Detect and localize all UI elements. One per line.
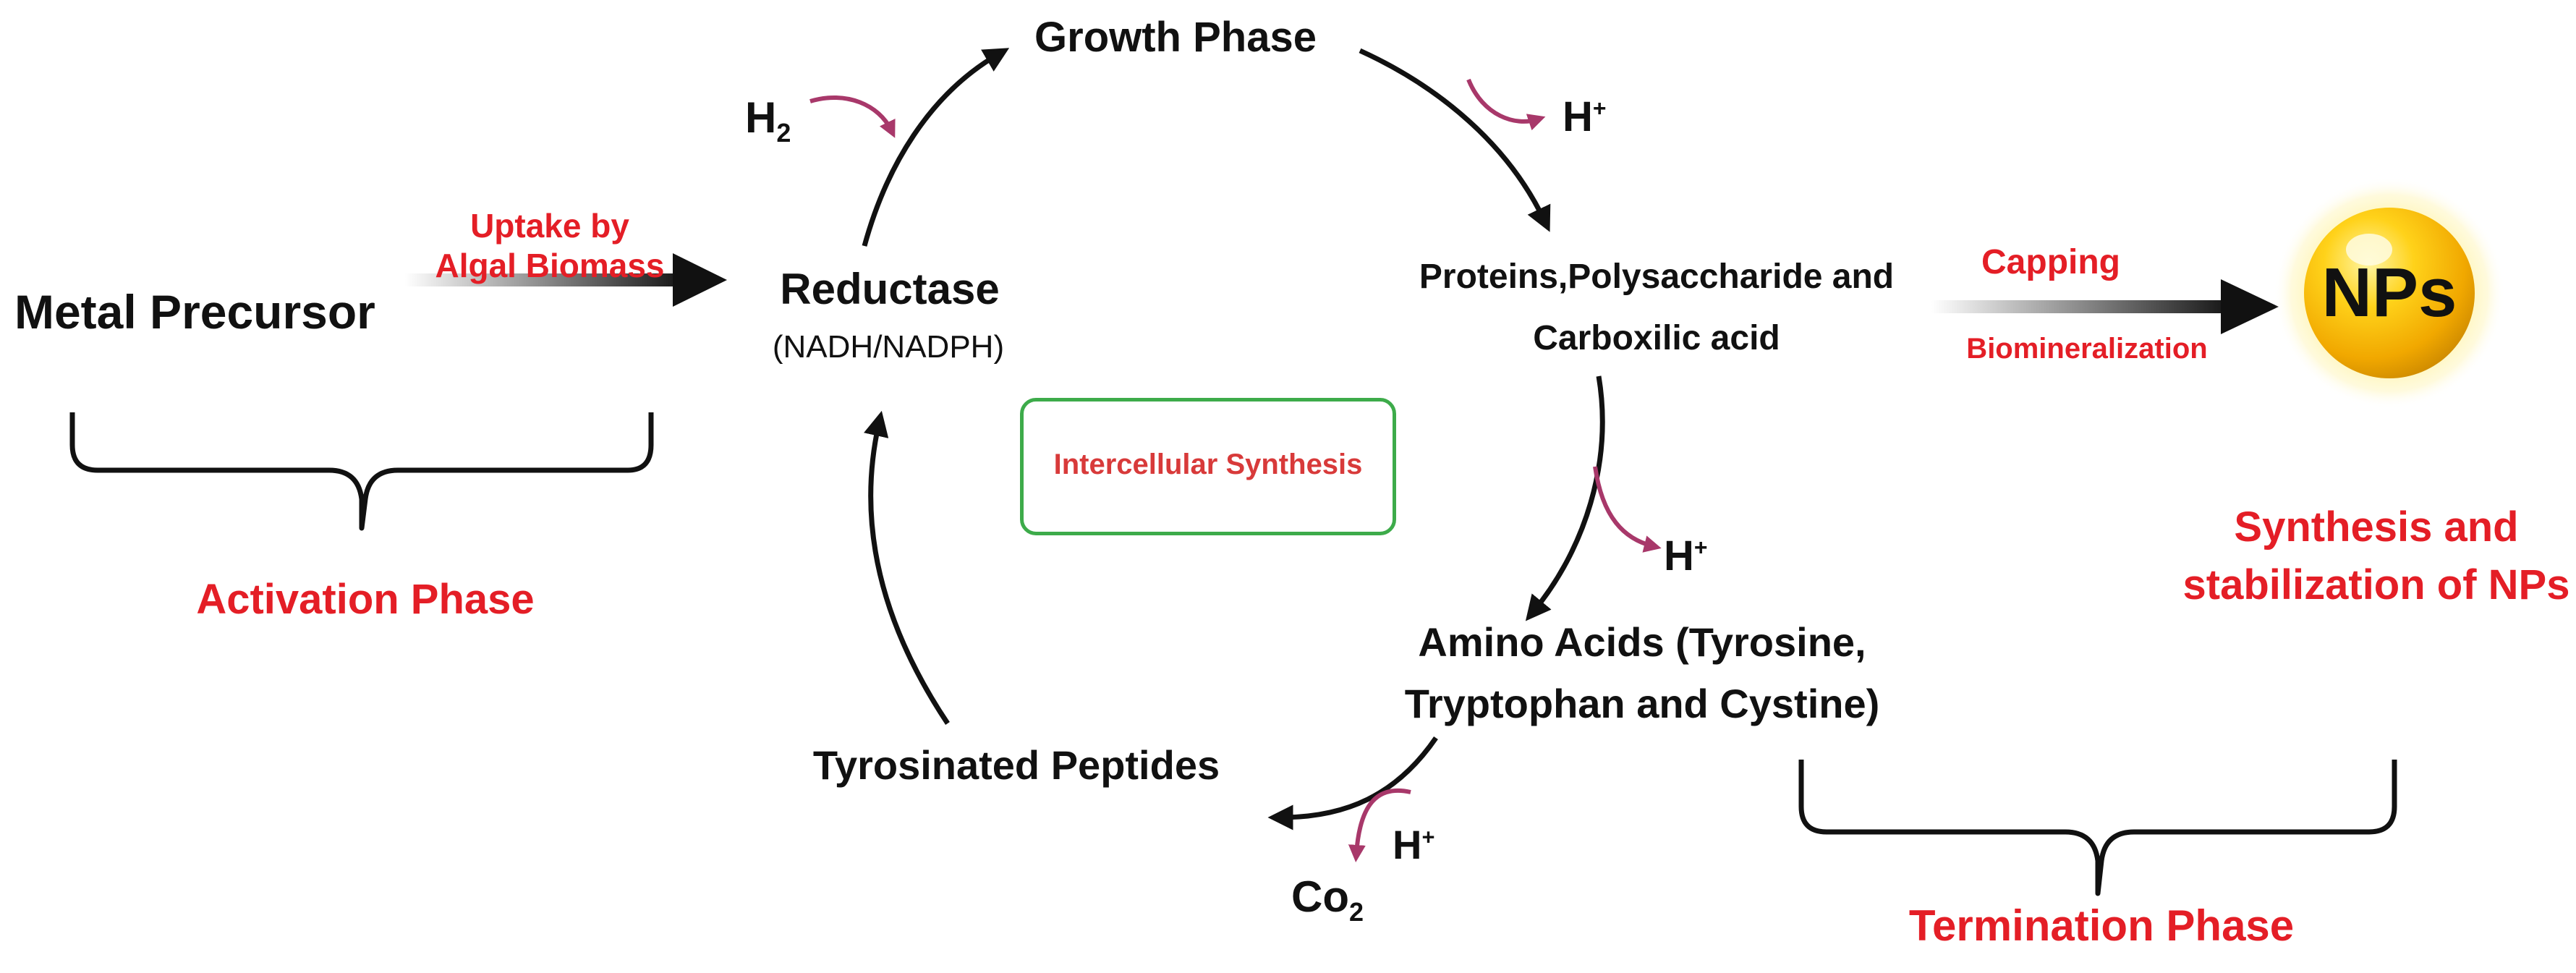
proteins-label-line1: Proteins,Polysaccharide and bbox=[1419, 258, 1895, 296]
nps-label: NPs bbox=[2321, 254, 2457, 331]
growth-phase-label: Growth Phase bbox=[1034, 14, 1317, 61]
nanoparticle-sphere bbox=[2274, 177, 2505, 409]
uptake-label-line2: Algal Biomass bbox=[435, 247, 665, 284]
termination-brace bbox=[1798, 760, 2397, 896]
tyrosinated-peptides-label: Tyrosinated Peptides bbox=[812, 742, 1220, 788]
hplus-side-arrow-top bbox=[1466, 78, 1546, 131]
synthesis-label-line2: stabilization of NPs bbox=[2182, 561, 2570, 608]
cycle-arrow-to-amino bbox=[1525, 375, 1605, 621]
hplus-label-top: H+ bbox=[1563, 93, 1607, 140]
h2-side-arrow bbox=[809, 95, 896, 138]
intercellular-synthesis-label: Intercellular Synthesis bbox=[1053, 449, 1363, 480]
amino-acids-label-line2: Tryptophan and Cystine) bbox=[1404, 681, 1880, 726]
hplus-label-middle: H+ bbox=[1664, 532, 1708, 579]
nadh-label: (NADH/NADPH) bbox=[772, 329, 1005, 365]
intercellular-synthesis-box bbox=[1020, 398, 1396, 535]
proteins-label-line2: Carboxilic acid bbox=[1533, 319, 1780, 357]
capping-label: Capping bbox=[1981, 243, 2120, 281]
co2-side-arrow bbox=[1348, 788, 1411, 862]
metal-precursor-label: Metal Precursor bbox=[14, 285, 375, 339]
reductase-label: Reductase bbox=[780, 265, 1000, 313]
capping-arrow bbox=[1931, 279, 2279, 334]
activation-brace bbox=[69, 412, 654, 531]
cycle-arrow-to-peptides bbox=[1267, 736, 1438, 830]
termination-phase-label: Termination Phase bbox=[1908, 901, 2295, 950]
biomineralization-label: Biomineralization bbox=[1966, 333, 2208, 365]
co2-label: Co2 bbox=[1291, 872, 1364, 927]
uptake-label-line1: Uptake by bbox=[470, 207, 629, 245]
cycle-arrow-to-growth bbox=[862, 48, 1010, 247]
hplus-side-arrow-middle bbox=[1593, 466, 1662, 553]
cycle-arrow-to-proteins bbox=[1359, 48, 1551, 232]
activation-phase-label: Activation Phase bbox=[196, 576, 535, 623]
amino-acids-label-line1: Amino Acids (Tyrosine, bbox=[1418, 619, 1866, 665]
synthesis-label-line1: Synthesis and bbox=[2234, 504, 2519, 551]
uptake-arrow bbox=[405, 253, 727, 307]
hplus-label-bottom: H+ bbox=[1393, 822, 1435, 867]
cycle-arrow-to-reductase bbox=[864, 410, 950, 725]
h2-label: H2 bbox=[745, 93, 791, 148]
